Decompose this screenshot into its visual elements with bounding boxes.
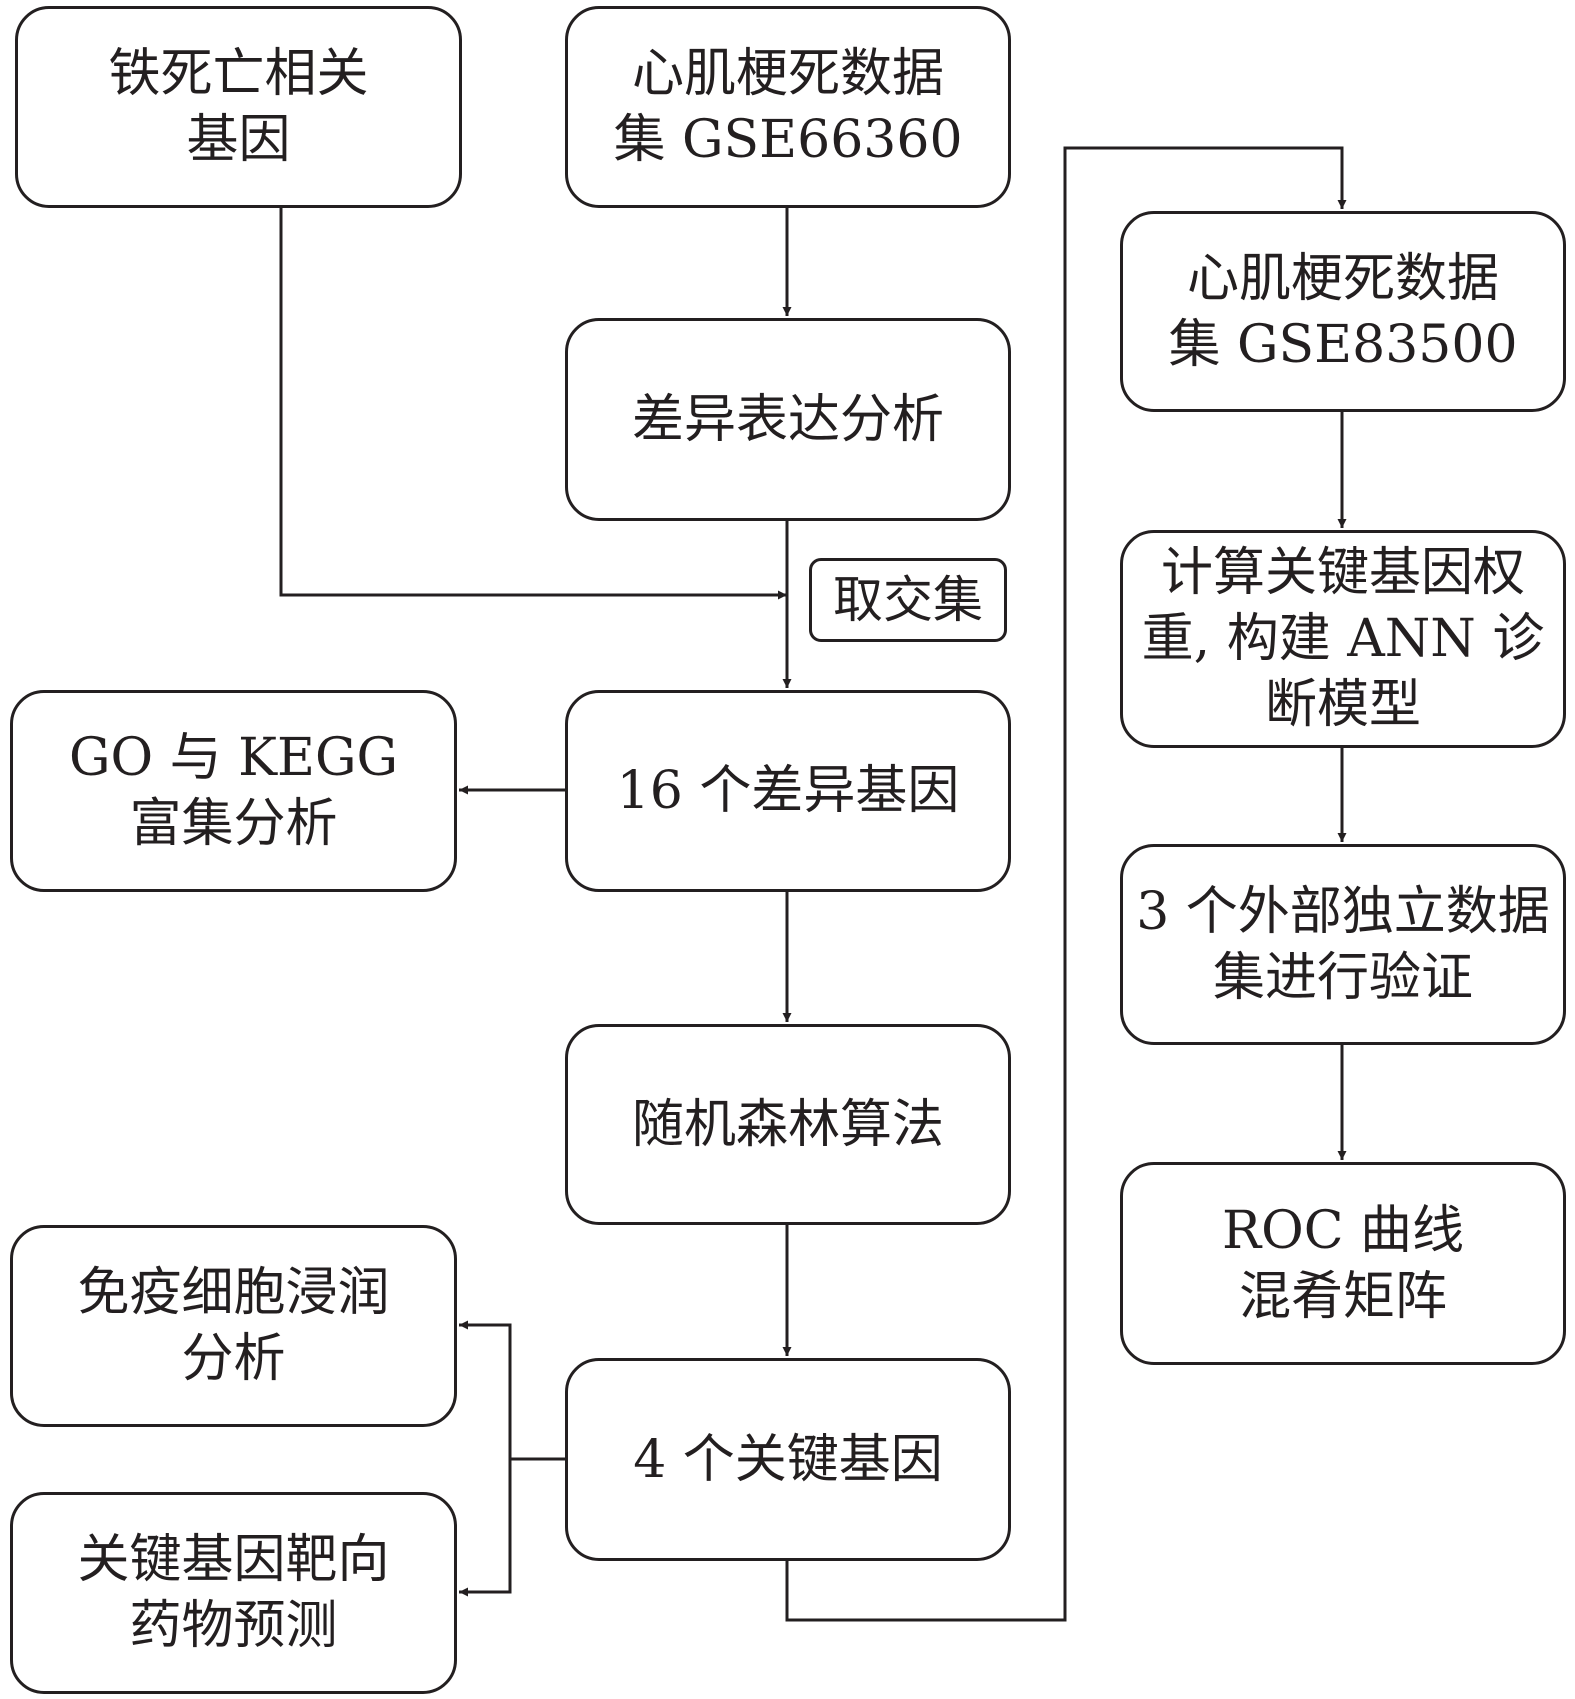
node-differential-expression-line-1: 差异表达分析	[631, 389, 944, 450]
node-random-forest-line-1: 随机森林算法	[631, 1094, 944, 1155]
node-dataset-gse66360: 心肌梗死数据 集 GSE66360	[565, 6, 1011, 208]
node-immune-infiltration-line-2: 分析	[181, 1329, 286, 1389]
node-dataset-gse83500-line-2: 集 GSE83500	[1168, 314, 1518, 375]
node-immune-infiltration: 免疫细胞浸润 分析	[10, 1225, 457, 1427]
node-differential-expression: 差异表达分析	[565, 318, 1011, 521]
node-ferroptosis-genes-line-2: 基因	[186, 110, 291, 170]
node-key-genes-4-line-1: 4 个关键基因	[633, 1429, 943, 1490]
edge-ferroptosis-to-intersection	[279, 208, 787, 600]
node-ann-model-line-3: 断模型	[1264, 675, 1421, 735]
node-ferroptosis-genes: 铁死亡相关 基因	[15, 6, 462, 208]
node-intersection-label-line-1: 取交集	[833, 571, 983, 629]
node-random-forest: 随机森林算法	[565, 1024, 1011, 1225]
node-ann-model-line-1: 计算关键基因权	[1160, 543, 1525, 603]
edge-key-genes-to-gse83500	[785, 146, 1347, 1622]
node-roc-confusion-line-2: 混肴矩阵	[1238, 1266, 1447, 1327]
node-drug-prediction-line-1: 关键基因靶向	[77, 1530, 390, 1590]
node-external-validation-line-1: 3 个外部独立数据	[1136, 881, 1550, 942]
node-dataset-gse83500-line-1: 心肌梗死数据	[1186, 248, 1499, 309]
node-ann-model-line-2: 重, 构建 ANN 诊	[1141, 609, 1545, 669]
node-drug-prediction: 关键基因靶向 药物预测	[10, 1492, 457, 1694]
node-drug-prediction-line-2: 药物预测	[129, 1596, 338, 1656]
node-intersection-label: 取交集	[809, 558, 1007, 642]
node-roc-confusion-line-1: ROC 曲线	[1221, 1200, 1465, 1261]
edge-key-genes-to-immune	[459, 1320, 565, 1461]
node-ferroptosis-genes-line-1: 铁死亡相关	[108, 44, 369, 104]
node-key-genes-4: 4 个关键基因	[565, 1358, 1011, 1561]
node-go-kegg-line-2: 富集分析	[129, 794, 338, 854]
node-external-validation-line-2: 集进行验证	[1212, 947, 1473, 1008]
node-deg-16-line-1: 16 个差异基因	[616, 761, 960, 821]
node-dataset-gse66360-line-1: 心肌梗死数据	[631, 44, 944, 104]
node-roc-confusion: ROC 曲线 混肴矩阵	[1120, 1162, 1566, 1365]
node-dataset-gse83500: 心肌梗死数据 集 GSE83500	[1120, 211, 1566, 412]
node-go-kegg: GO 与 KEGG 富集分析	[10, 690, 457, 892]
node-external-validation: 3 个外部独立数据 集进行验证	[1120, 844, 1566, 1045]
node-immune-infiltration-line-1: 免疫细胞浸润	[77, 1263, 390, 1323]
node-ann-model: 计算关键基因权 重, 构建 ANN 诊 断模型	[1120, 530, 1566, 748]
edge-key-genes-to-drug	[459, 1459, 512, 1597]
node-go-kegg-line-1: GO 与 KEGG	[68, 728, 399, 788]
node-deg-16: 16 个差异基因	[565, 690, 1011, 892]
node-dataset-gse66360-line-2: 集 GSE66360	[613, 110, 963, 170]
